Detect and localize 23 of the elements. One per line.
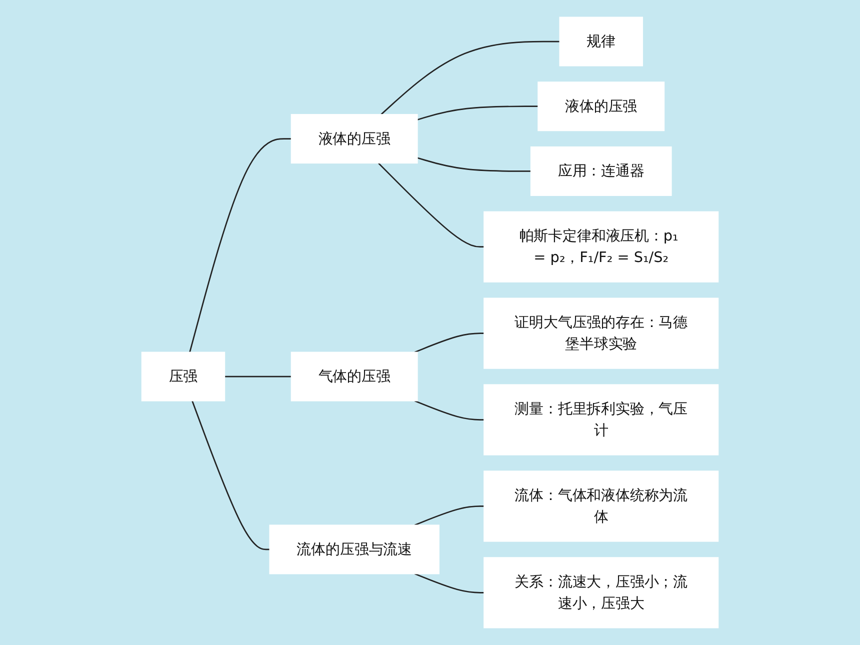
node-box: 测量：托里拆利实验，气压计 xyxy=(484,384,719,456)
node-box: 关系：流速大，压强小；流速小，压强大 xyxy=(484,557,719,628)
connector xyxy=(414,573,484,594)
connector xyxy=(189,138,292,352)
node-box: 规律 xyxy=(559,16,643,66)
node-box: 证明大气压强的存在：马德堡半球实验 xyxy=(484,298,719,369)
node-box: 气体的压强 xyxy=(290,352,418,402)
connector xyxy=(417,106,538,120)
connector xyxy=(192,400,270,550)
node-box: 帕斯卡定律和液压机：p₁ = p₂，F₁/F₂ = S₁/S₂ xyxy=(484,211,719,282)
node-box: 液体的压强 xyxy=(538,82,665,132)
connector xyxy=(417,157,531,172)
node-box: 应用：连通器 xyxy=(530,146,672,196)
node-box: 流体的压强与流速 xyxy=(269,524,440,574)
node-box: 液体的压强 xyxy=(290,114,418,164)
connector xyxy=(414,506,484,526)
connector xyxy=(380,40,560,115)
connector xyxy=(378,162,484,248)
connector xyxy=(224,376,292,378)
node-box: 流体：气体和液体统称为流体 xyxy=(484,470,719,542)
node-box: 压强 xyxy=(141,352,226,402)
connector xyxy=(414,332,484,353)
connector xyxy=(414,400,484,420)
